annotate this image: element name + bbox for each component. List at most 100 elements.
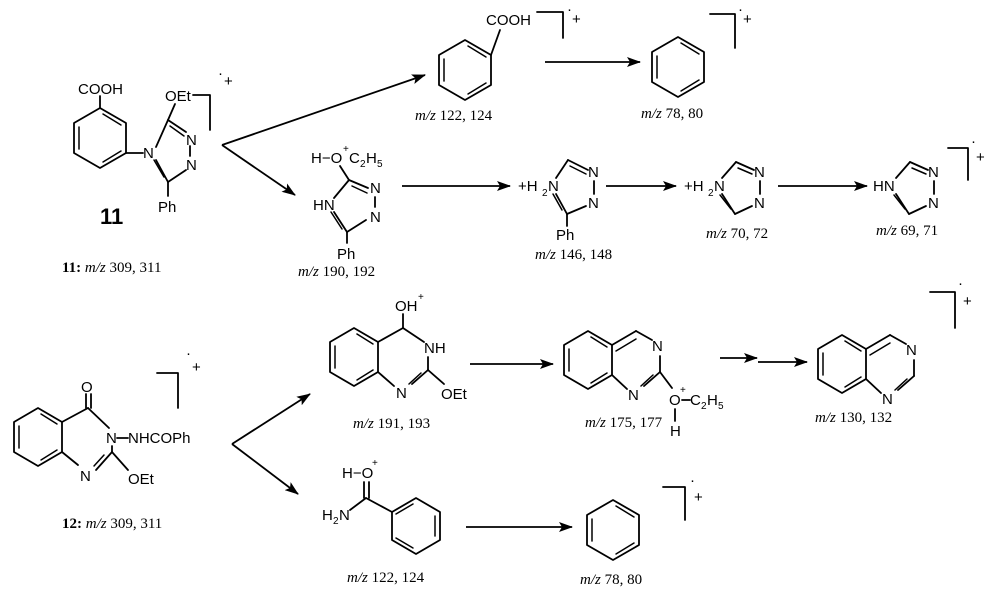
f6-dot: · xyxy=(971,133,976,150)
arrow-12-to-f10 xyxy=(231,443,299,495)
n1-label: N xyxy=(186,132,197,149)
f8-five: 5 xyxy=(718,401,724,412)
compound-12-mz: 12: m/z 309, 311 xyxy=(62,516,162,532)
f2-dot: · xyxy=(738,1,743,18)
fragment-quinazoline-oxonium: N N O + C 2 H 5 H xyxy=(563,330,724,440)
f11-mz: m/z 78, 80 xyxy=(580,572,642,588)
arrow-12-to-f7 xyxy=(231,393,311,445)
compound-11-structure: COOH N N N OEt Ph · + xyxy=(73,65,233,216)
f6-n2: N xyxy=(928,195,939,212)
f9-plus: + xyxy=(963,293,972,310)
f2-plus: + xyxy=(743,11,752,28)
compound-12-structure: N N O NHCOPh OEt · + xyxy=(13,345,201,488)
radical-plus: + xyxy=(224,73,233,90)
f6-mz: m/z 69, 71 xyxy=(876,223,938,239)
f3-h-o-label: H−O xyxy=(311,150,342,167)
f4-mz: m/z 146, 148 xyxy=(535,247,612,263)
f5-mz: m/z 70, 72 xyxy=(706,226,768,242)
f9-n3: N xyxy=(906,342,917,359)
f8-oh-h: H xyxy=(670,423,681,440)
c12-oet: OEt xyxy=(128,471,155,488)
arrow-11-to-f1 xyxy=(221,74,426,146)
f3-five: 5 xyxy=(377,159,383,170)
c12-n1: N xyxy=(80,468,91,485)
f8-o-plus: + xyxy=(680,385,686,396)
f3-o-plus: + xyxy=(343,144,349,155)
f8-c: C xyxy=(690,392,701,409)
f4-two: 2 xyxy=(542,188,548,199)
f6-n1: N xyxy=(928,164,939,181)
radical-dot: · xyxy=(218,65,223,82)
f10-mz: m/z 122, 124 xyxy=(347,570,425,586)
f5-n4: N xyxy=(714,178,725,195)
f10-h2n-2: 2 xyxy=(333,516,339,527)
f6-plus: + xyxy=(976,149,985,166)
f7-oh-plus: + xyxy=(418,292,424,303)
f10-h2n-h: H xyxy=(322,507,333,524)
f11-plus: + xyxy=(694,489,703,506)
f11-dot: · xyxy=(690,472,695,489)
compound-11-mz: 11: m/z 309, 311 xyxy=(62,260,161,276)
f8-mz: m/z 175, 177 xyxy=(585,415,663,431)
compound-11-number: 11 xyxy=(100,204,123,229)
c12-nhcoph: NHCOPh xyxy=(128,430,191,447)
f7-n1: N xyxy=(396,385,407,402)
f2-mz: m/z 78, 80 xyxy=(641,106,703,122)
f1-dot: · xyxy=(567,1,572,18)
f3-mz: m/z 190, 192 xyxy=(298,264,375,280)
f8-o: O xyxy=(669,392,681,409)
c12-plus: + xyxy=(192,359,201,376)
f10-h-o: H−O xyxy=(342,465,373,482)
oet-label-11: OEt xyxy=(165,88,192,105)
f7-nh: NH xyxy=(424,340,446,357)
f4-n4: N xyxy=(548,178,559,195)
fragment-protonated-triazole: +H 2 N N N xyxy=(684,161,765,215)
ph-label-11: Ph xyxy=(158,199,176,216)
f5-plus-h: +H xyxy=(684,178,704,195)
f5-n1: N xyxy=(754,164,765,181)
f8-two: 2 xyxy=(701,401,707,412)
f7-oh: OH xyxy=(395,298,418,315)
f5-n2: N xyxy=(754,195,765,212)
f9-mz: m/z 130, 132 xyxy=(815,410,892,426)
fragment-quinazoline: N N · + xyxy=(817,275,972,408)
fragment-benzene-bottom: · + xyxy=(586,472,703,561)
f6-hn: HN xyxy=(873,178,895,195)
cooh-label-f1: COOH xyxy=(486,12,531,29)
fragment-protonated-quinazolinone: NH N OH + OEt xyxy=(329,292,468,403)
f9-dot: · xyxy=(958,275,963,292)
c12-dot: · xyxy=(186,345,191,362)
fragment-benzene-top: · + xyxy=(651,1,752,98)
cooh-label: COOH xyxy=(78,81,123,98)
f7-mz: m/z 191, 193 xyxy=(353,416,430,432)
f4-ph: Ph xyxy=(556,227,574,244)
fragment-oxonium-triazole: H−O + C 2 H 5 N N HN Ph xyxy=(311,144,383,263)
fragment-protonated-phenyltriazole: +H 2 N N N Ph xyxy=(518,159,599,244)
fragment-triazole-radical-cation: HN N N · + xyxy=(873,133,985,215)
c12-n3: N xyxy=(106,430,117,447)
f3-h-label: H xyxy=(366,150,377,167)
f8-h: H xyxy=(707,392,718,409)
f9-n1: N xyxy=(882,391,893,408)
f3-ph: Ph xyxy=(337,246,355,263)
f10-h2n-n: N xyxy=(339,507,350,524)
f4-n1: N xyxy=(588,164,599,181)
f4-n2: N xyxy=(588,195,599,212)
f10-o-plus: + xyxy=(372,458,378,469)
fragment-benzoic-acid: COOH · + xyxy=(438,1,581,101)
n4-label: N xyxy=(143,145,154,162)
c12-o: O xyxy=(81,379,93,396)
fragment-protonated-benzamide: H−O + H 2 N xyxy=(322,458,441,555)
f4-plus-h: +H xyxy=(518,178,538,195)
f5-two: 2 xyxy=(708,188,714,199)
f8-n3: N xyxy=(652,338,663,355)
f8-n1: N xyxy=(628,387,639,404)
f7-oet: OEt xyxy=(441,386,468,403)
f3-n2: N xyxy=(370,209,381,226)
f3-hn: HN xyxy=(313,197,335,214)
n2-label: N xyxy=(186,157,197,174)
f3-c-label: C xyxy=(349,150,360,167)
f3-two: 2 xyxy=(360,159,366,170)
f3-n1: N xyxy=(370,180,381,197)
